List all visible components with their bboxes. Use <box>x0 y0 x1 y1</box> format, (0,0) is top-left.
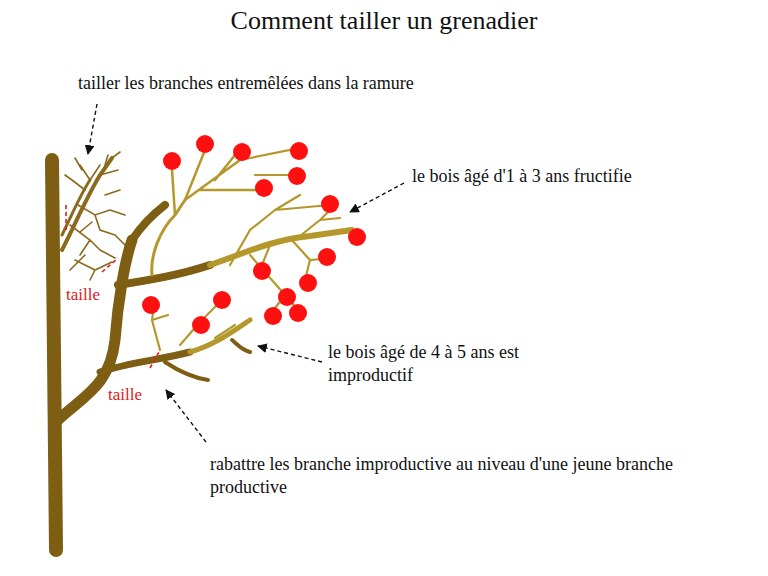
young-branches <box>152 150 352 352</box>
pomegranates <box>142 135 366 334</box>
title: Comment tailler un grenadier <box>0 6 768 36</box>
cut-marks <box>66 205 160 368</box>
annotation: le bois âgé d'1 à 3 ans fructifie <box>412 165 632 188</box>
annotation: tailler les branches entremêlées dans la… <box>78 72 414 95</box>
tangled-branches <box>62 152 125 280</box>
cut-label: taille <box>66 284 100 305</box>
annotation: rabattre les branche improductive au niv… <box>210 453 690 498</box>
annotation: le bois âgé de 4 à 5 ans est improductif <box>328 341 608 386</box>
cut-label: taille <box>108 384 142 405</box>
leader-lines <box>88 104 404 442</box>
